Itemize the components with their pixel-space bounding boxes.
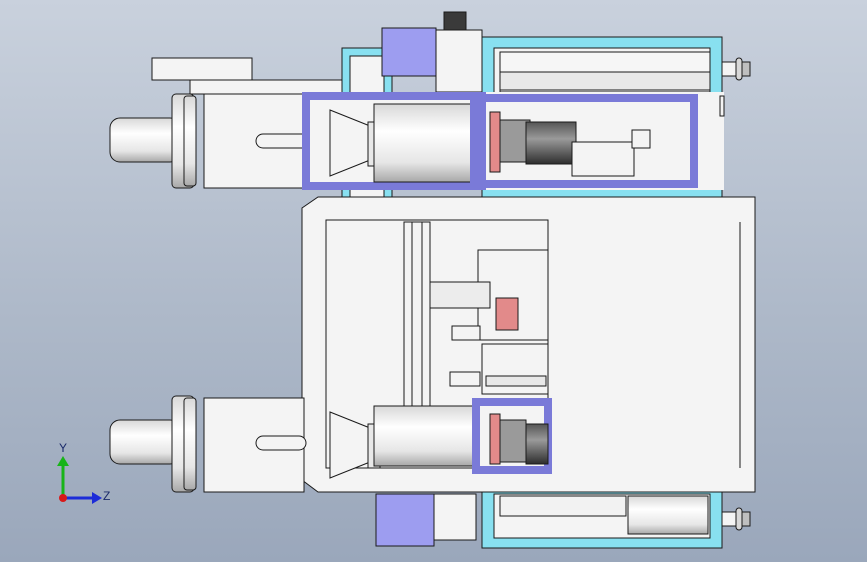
upper-spindle-assembly <box>109 79 725 190</box>
lower-spindle-assembly <box>109 395 552 493</box>
y-axis-label: Y <box>59 441 68 455</box>
bottom-leveling-foot <box>721 507 751 531</box>
frame-bottom-right <box>481 487 723 549</box>
top-leveling-foot <box>721 57 751 81</box>
origin-dot <box>59 494 67 502</box>
z-axis-label: Z <box>103 489 111 503</box>
top-mounting-plate <box>151 57 253 81</box>
top-guide-block <box>381 11 483 93</box>
bottom-guide-block <box>375 493 477 547</box>
center-gripper-mechanism <box>429 249 549 395</box>
coordinate-triad <box>57 456 102 504</box>
